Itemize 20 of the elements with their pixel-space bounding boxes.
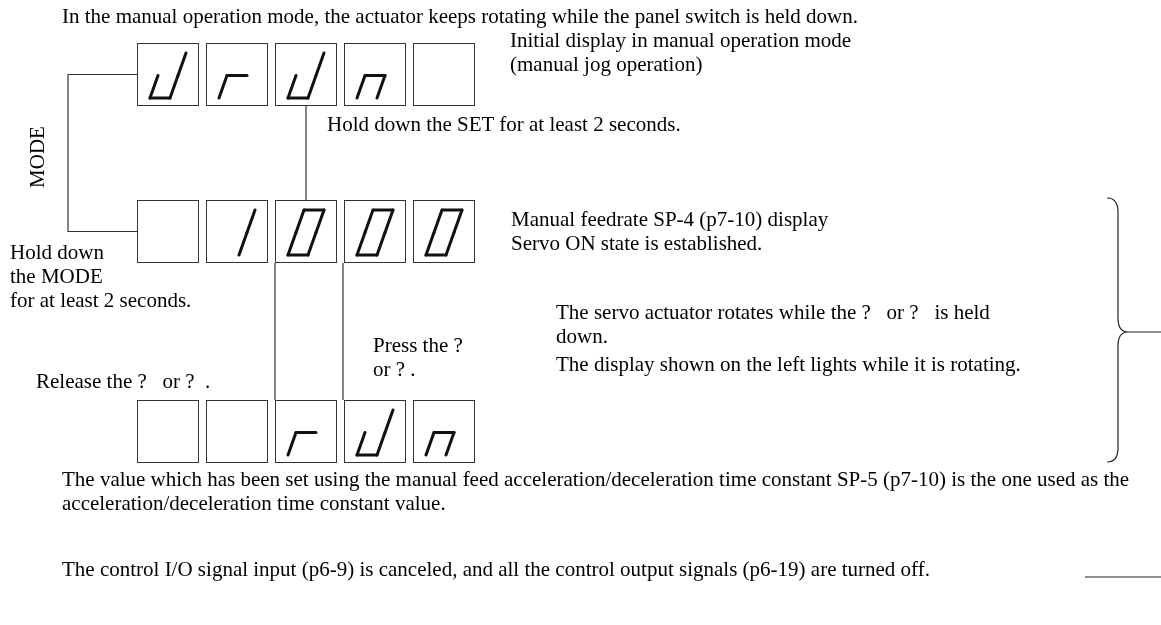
edge-label: MODE <box>24 126 49 188</box>
display-caption: (manual jog operation) <box>510 52 704 76</box>
connector-line <box>274 262 276 401</box>
note-text: the MODE <box>10 264 103 288</box>
note-text: for at least 2 seconds. <box>10 288 192 312</box>
edge-label: Hold down the SET for at least 2 seconds. <box>327 112 681 136</box>
display-caption: Initial display in manual operation mode <box>510 28 852 52</box>
title-text: In the manual operation mode, the actuator keeps rotating while the panel switch is held down. <box>62 4 859 28</box>
note-text: The value which has been set using the manual feed acceleration/deceleration time constant SP-5 (p7-10) is the one used as the acceleration/deceleration time constant value. <box>62 467 1131 515</box>
connector-line <box>342 262 344 401</box>
note-text: The display shown on the left lights while it is rotating. <box>556 352 1022 376</box>
display-caption: Servo ON state is established. <box>511 231 764 255</box>
note-text: The control I/O signal input (p6-9) is canceled, and all the control output signals (p6-19) are turned off. <box>62 557 931 581</box>
connector-line <box>67 73 138 233</box>
note-text: The servo actuator rotates while the ? or ? is held down. <box>556 300 991 348</box>
edge-label: Release the ? or ? . <box>36 369 211 393</box>
edge-label: Press the ? or ? . <box>373 333 464 381</box>
connector-line <box>305 105 307 201</box>
note-text: Hold down <box>10 240 104 264</box>
display-caption: Manual feedrate SP-4 (p7-10) display <box>511 207 829 231</box>
